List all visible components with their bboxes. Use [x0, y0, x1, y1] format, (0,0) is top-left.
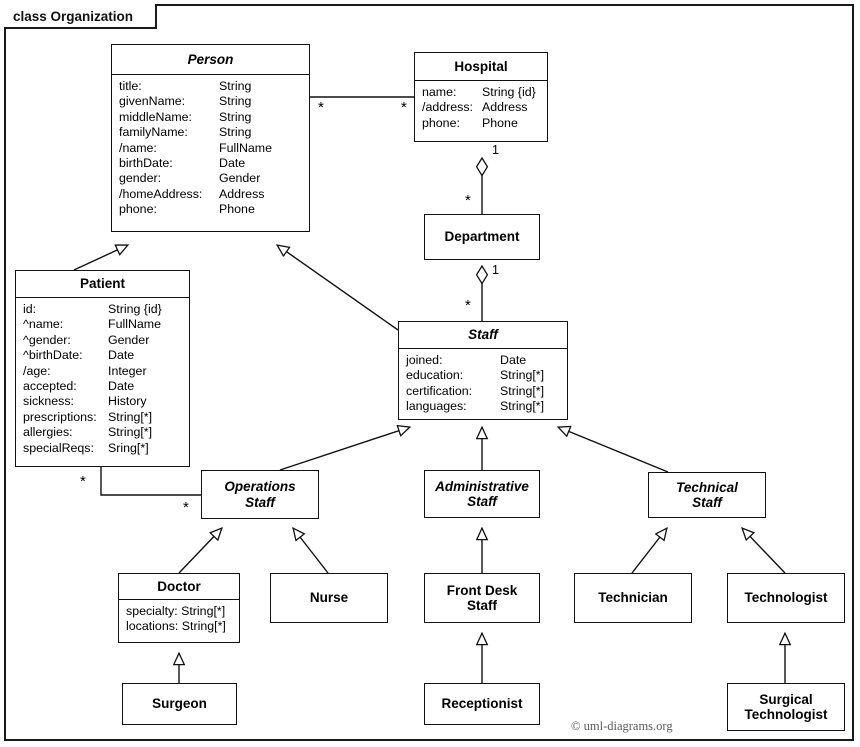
multiplicity-department-staff-staff-end: *: [465, 297, 471, 314]
generalization-technologist-technical-staff: [742, 528, 786, 574]
class-patient-attributes: id:String {id} ^name:FullName ^gender:Ge…: [16, 298, 189, 466]
class-staff[interactable]: Staff joined:Date education:String[*] ce…: [398, 321, 568, 420]
class-surgical-technologist[interactable]: Surgical Technologist: [727, 683, 845, 731]
generalization-technician-technical-staff: [631, 528, 667, 574]
class-department[interactable]: Department: [424, 214, 540, 260]
class-patient[interactable]: Patient id:String {id} ^name:FullName ^g…: [15, 270, 190, 467]
attribute-row: /address:Address: [422, 100, 528, 115]
diagram-frame: [4, 4, 854, 741]
class-technician-title: Technician: [598, 590, 668, 606]
generalization-doctor-operations-staff: [178, 528, 222, 574]
attribute-row: locations: String[*]: [126, 619, 226, 634]
attribute-row: birthDate:Date: [119, 156, 246, 171]
class-receptionist[interactable]: Receptionist: [424, 683, 540, 725]
multiplicity-patient-operations-staff-end: *: [183, 499, 189, 516]
attribute-row: ^name:FullName: [23, 317, 162, 332]
attribute-row: education:String[*]: [406, 368, 545, 383]
class-technical-staff-title: Technical Staff: [676, 479, 738, 510]
attribute-row: accepted:Date: [23, 379, 135, 394]
class-nurse[interactable]: Nurse: [270, 573, 388, 623]
attribute-row: certification:String[*]: [406, 383, 545, 398]
attribute-row: /homeAddress:Address: [119, 186, 265, 201]
class-patient-title: Patient: [16, 271, 189, 298]
multiplicity-hospital-department-hospital-end: 1: [492, 143, 499, 157]
attribute-row: gender:Gender: [119, 171, 261, 186]
copyright-notice: © uml-diagrams.org: [571, 719, 673, 733]
attribute-row: specialReqs:Sring[*]: [23, 440, 149, 455]
class-operations-staff[interactable]: Operations Staff: [201, 470, 319, 519]
class-person-title: Person: [112, 45, 309, 75]
generalization-staff-person: [277, 245, 399, 331]
class-surgical-technologist-title: Surgical Technologist: [744, 691, 828, 722]
attribute-row: languages:String[*]: [406, 399, 545, 414]
attribute-row: givenName:String: [119, 94, 252, 109]
generalization-operations-staff: [279, 427, 410, 471]
attribute-row: ^birthDate:Date: [23, 348, 135, 363]
class-person[interactable]: Person title:String givenName:String mid…: [111, 44, 310, 232]
attribute-row: familyName:String: [119, 125, 252, 140]
class-receptionist-title: Receptionist: [441, 696, 523, 712]
class-nurse-title: Nurse: [309, 590, 349, 606]
multiplicity-hospital-department-department-end: *: [465, 192, 471, 209]
attribute-row: joined:Date: [406, 353, 527, 367]
association-patient-operations-staff: [100, 467, 201, 496]
class-front-desk-staff-title: Front Desk Staff: [446, 582, 518, 613]
attribute-row: ^gender:Gender: [23, 332, 150, 347]
class-hospital-title: Hospital: [415, 53, 547, 81]
attribute-row: title:String: [119, 79, 252, 93]
multiplicity-person-hospital-person-end: *: [318, 99, 324, 116]
diagram-frame-label: class Organization: [4, 4, 158, 29]
multiplicity-person-hospital-hospital-end: *: [401, 99, 407, 116]
class-doctor-attributes: specialty: String[*] locations: String[*…: [119, 600, 239, 642]
class-staff-title: Staff: [399, 322, 567, 349]
attribute-row: middleName:String: [119, 109, 252, 124]
class-administrative-staff-title: Administrative Staff: [435, 478, 529, 509]
class-department-title: Department: [444, 229, 520, 245]
class-surgeon[interactable]: Surgeon: [122, 683, 237, 725]
class-technical-staff[interactable]: Technical Staff: [648, 472, 766, 518]
attribute-row: specialty: String[*]: [126, 604, 226, 618]
attribute-row: /name:FullName: [119, 140, 273, 155]
class-hospital[interactable]: Hospital name:String {id} /address:Addre…: [414, 52, 548, 142]
multiplicity-department-staff-department-end: 1: [492, 263, 499, 277]
class-doctor-title: Doctor: [119, 574, 239, 600]
generalization-nurse-operations-staff: [293, 528, 329, 574]
class-administrative-staff[interactable]: Administrative Staff: [424, 470, 540, 518]
class-staff-attributes: joined:Date education:String[*] certific…: [399, 349, 567, 419]
attribute-row: prescriptions:String[*]: [23, 409, 153, 424]
class-person-attributes: title:String givenName:String middleName…: [112, 75, 309, 231]
class-doctor[interactable]: Doctor specialty: String[*] locations: S…: [118, 573, 240, 643]
class-front-desk-staff[interactable]: Front Desk Staff: [424, 573, 540, 623]
attribute-row: id:String {id}: [23, 302, 162, 316]
attribute-row: name:String {id}: [422, 85, 536, 99]
class-surgeon-title: Surgeon: [152, 696, 207, 712]
attribute-row: phone:Phone: [422, 115, 518, 130]
class-technician[interactable]: Technician: [574, 573, 692, 623]
class-hospital-attributes: name:String {id} /address:Address phone:…: [415, 81, 547, 141]
attribute-row: phone:Phone: [119, 202, 255, 217]
class-technologist[interactable]: Technologist: [727, 573, 845, 623]
attribute-row: allergies:String[*]: [23, 425, 153, 440]
multiplicity-patient-operations-patient-end: *: [80, 473, 86, 490]
generalization-technical-staff: [558, 427, 669, 473]
class-technologist-title: Technologist: [744, 590, 828, 606]
attribute-row: sickness:History: [23, 394, 147, 409]
attribute-row: /age:Integer: [23, 363, 147, 378]
generalization-patient-person: [73, 244, 128, 271]
class-operations-staff-title: Operations Staff: [224, 479, 296, 510]
